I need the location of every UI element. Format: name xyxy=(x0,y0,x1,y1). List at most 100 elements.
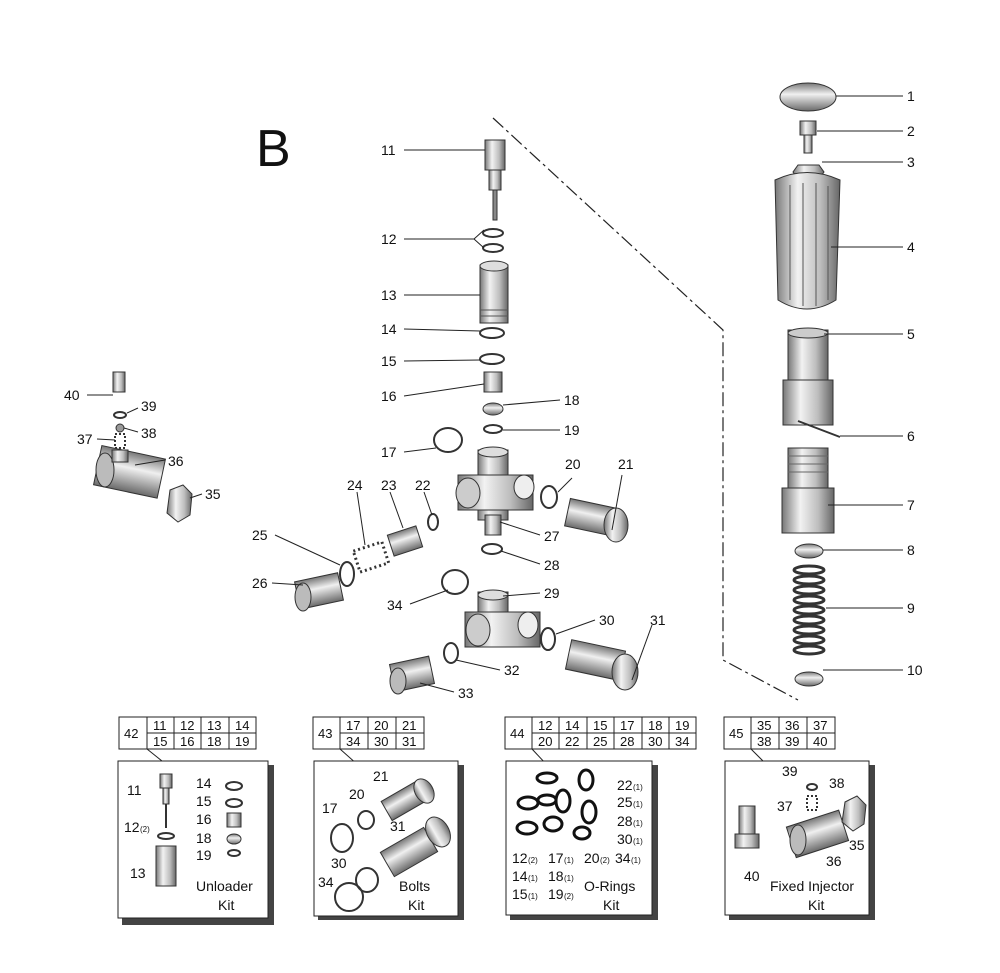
kit-part-label: 18 xyxy=(196,830,212,846)
callout-31: 31 xyxy=(650,612,666,628)
callout-11: 11 xyxy=(381,142,396,158)
callout-27: 27 xyxy=(544,528,560,544)
callout-14: 14 xyxy=(381,321,397,337)
kit-cell: 34 xyxy=(675,734,689,749)
callout-3: 3 xyxy=(907,154,915,170)
kit-part-label: 34 xyxy=(318,874,334,890)
callout-38: 38 xyxy=(141,425,157,441)
kit-name: Unloader xyxy=(196,878,253,894)
upper-tee-body-part xyxy=(455,446,535,536)
kit-cell: 30 xyxy=(648,734,662,749)
kit-number: 44 xyxy=(510,726,524,741)
kit-number: 43 xyxy=(318,726,332,741)
knob-part xyxy=(774,172,841,310)
kit-fixed-injector: 45 35 36 37 38 39 40 39 38 37 35 40 36 F… xyxy=(723,716,875,920)
kit-qty: (2) xyxy=(140,825,150,834)
callout-12: 12 xyxy=(381,231,397,247)
leader-lines-left xyxy=(87,394,203,499)
callout-9: 9 xyxy=(907,600,915,616)
injector-body-part xyxy=(92,444,167,499)
screw-part xyxy=(799,120,817,154)
cap-part xyxy=(779,82,837,112)
kit-qty: (1) xyxy=(528,892,538,901)
bolt-lower-part xyxy=(564,639,639,691)
piston-sleeve-part xyxy=(479,260,509,324)
kit-bolts: 43 17 20 21 34 30 31 21 20 17 31 30 34 B… xyxy=(312,716,464,920)
kit-cell: 39 xyxy=(785,734,799,749)
callout-34: 34 xyxy=(387,597,403,613)
callout-20: 20 xyxy=(565,456,581,472)
kit-o-rings: 44 12 14 15 17 18 19 20 22 25 28 30 34 2… xyxy=(504,716,697,920)
callout-1: 1 xyxy=(907,88,915,104)
callout-8: 8 xyxy=(907,542,915,558)
kit-part-label: 35 xyxy=(849,837,865,853)
callout-40: 40 xyxy=(64,387,80,403)
adjuster-part xyxy=(782,327,834,426)
kit-cell: 37 xyxy=(813,718,827,733)
kit-part-label: 37 xyxy=(777,798,793,814)
callout-15: 15 xyxy=(381,353,397,369)
kit-cell: 40 xyxy=(813,734,827,749)
disc-part xyxy=(794,543,824,559)
kit-cell: 13 xyxy=(207,718,221,733)
kit-cell: 12 xyxy=(538,718,552,733)
kit-cell: 30 xyxy=(374,734,388,749)
callout-24: 24 xyxy=(347,477,363,493)
kit-part-label: 19 xyxy=(196,847,212,863)
kit-part-label: 28 xyxy=(617,813,633,829)
kit-cell: 20 xyxy=(374,718,388,733)
kit-cell: 15 xyxy=(153,734,167,749)
kit-part-label: 17 xyxy=(322,800,338,816)
leader-lines-right xyxy=(817,95,903,671)
kit-cell: 20 xyxy=(538,734,552,749)
kit-cell: 15 xyxy=(593,718,607,733)
kit-cell: 16 xyxy=(180,734,194,749)
callout-2: 2 xyxy=(907,123,915,139)
callout-22: 22 xyxy=(415,477,431,493)
callout-13: 13 xyxy=(381,287,397,303)
pin-part xyxy=(797,420,841,438)
leader-lines-center xyxy=(271,149,653,693)
kit-cell: 18 xyxy=(648,718,662,733)
callout-36: 36 xyxy=(168,453,184,469)
kit-part-label: 20 xyxy=(584,850,600,866)
kit-qty: (2) xyxy=(600,856,610,865)
kit-qty: (1) xyxy=(633,819,643,828)
kit-part-label: 13 xyxy=(130,865,146,881)
hex-nut-part xyxy=(166,484,193,523)
callout-17: 17 xyxy=(381,444,397,460)
callout-25: 25 xyxy=(252,527,268,543)
unloader-stem-part xyxy=(484,139,506,221)
kit-qty: (1) xyxy=(564,856,574,865)
kit-name: Kit xyxy=(603,897,619,913)
callout-6: 6 xyxy=(907,428,915,444)
callout-37: 37 xyxy=(77,431,93,447)
kit-part-label: 30 xyxy=(331,855,347,871)
spring-part xyxy=(792,564,826,656)
kit-part-label: 38 xyxy=(829,775,845,791)
seat-nut-part xyxy=(483,371,503,393)
bolt-upper-part xyxy=(563,497,629,543)
kit-part-label: 11 xyxy=(127,782,142,798)
kit-number: 45 xyxy=(729,726,743,741)
lower-tee-body-part xyxy=(464,589,541,648)
callout-16: 16 xyxy=(381,388,397,404)
kit-name: O-Rings xyxy=(584,878,635,894)
nozzle-fitting-part xyxy=(112,371,126,393)
kit-part-label: 15 xyxy=(512,886,528,902)
fitting-left-part xyxy=(293,572,345,612)
callout-35: 35 xyxy=(205,486,221,502)
callout-7: 7 xyxy=(907,497,915,513)
kit-cell: 12 xyxy=(180,718,194,733)
kit-cell: 14 xyxy=(235,718,249,733)
callout-33: 33 xyxy=(458,685,474,701)
kit-part-label: 15 xyxy=(196,793,212,809)
kit-part-label: 25 xyxy=(617,794,633,810)
callout-23: 23 xyxy=(381,477,397,493)
callout-26: 26 xyxy=(252,575,268,591)
kit-name: Kit xyxy=(218,897,234,913)
kit-part-label: 19 xyxy=(548,886,564,902)
kit-part-label: 36 xyxy=(826,853,842,869)
kit-part-label: 22 xyxy=(617,777,633,793)
